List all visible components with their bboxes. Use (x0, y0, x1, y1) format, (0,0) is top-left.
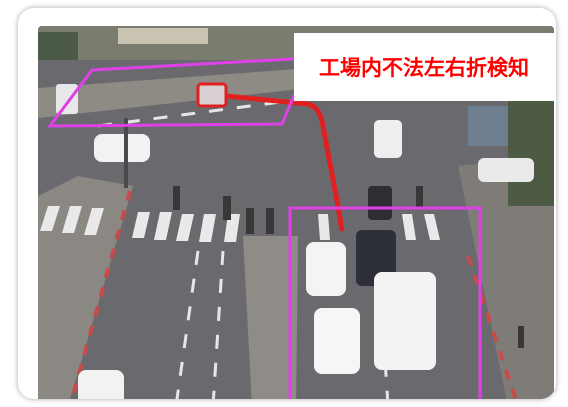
car-white-right (478, 158, 534, 182)
photo-frame: 工場内不法左右折検知 (18, 8, 556, 399)
crosswalk-right (318, 214, 440, 240)
tree-left (38, 32, 78, 60)
building-right (468, 106, 508, 146)
car-far-left (56, 84, 78, 114)
violating-car-marker (196, 82, 228, 108)
car-dark-far (368, 186, 392, 220)
turn-path-line (225, 93, 345, 232)
car-bottom-left (78, 370, 124, 399)
car-white-far (374, 120, 402, 158)
building-awning (118, 28, 208, 44)
car-white-left (94, 134, 150, 162)
curb-right (466, 255, 518, 399)
crosswalk-left (40, 206, 240, 242)
van-white (374, 272, 436, 370)
pole (124, 118, 128, 188)
detection-zone-top (46, 56, 313, 128)
car-white-center (306, 242, 346, 296)
car-white-front (314, 308, 360, 374)
tree-right (508, 86, 554, 206)
curb-left (69, 190, 132, 399)
left-sidewalk (38, 176, 133, 399)
lane-markings (97, 99, 390, 399)
pedestrians (173, 186, 524, 348)
caption-box: 工場内不法左右折検知 (294, 33, 554, 101)
detection-zone-bottom (288, 206, 482, 399)
caption-text: 工場内不法左右折検知 (319, 56, 529, 80)
center-median (243, 236, 298, 399)
right-sidewalk (458, 156, 554, 399)
